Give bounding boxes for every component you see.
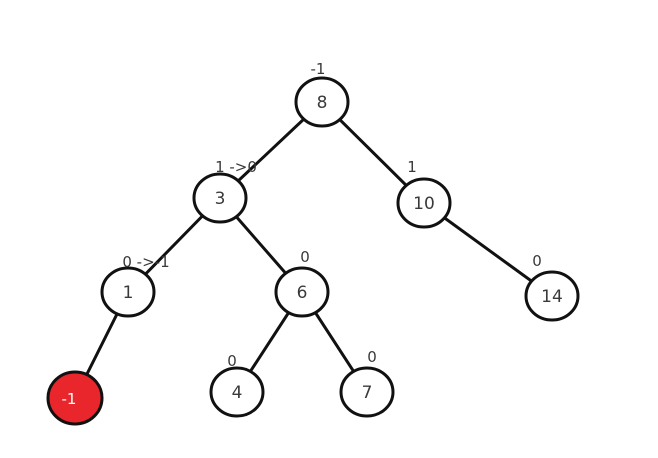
balance-factor-n6: 0	[300, 248, 310, 266]
node-value: 8	[317, 93, 328, 113]
tree-node-n3: 3	[192, 172, 248, 224]
tree-node-nm1: -1	[46, 370, 104, 426]
tree-node-n14: 14	[524, 270, 580, 322]
node-value: 3	[215, 189, 226, 209]
balance-factor-labels: -1 1 ->0 1 0 ->-1 0 0 0 0	[122, 60, 541, 370]
node-value: 7	[362, 383, 373, 403]
balance-factor-n8: -1	[311, 60, 326, 78]
node-value: 14	[541, 287, 563, 307]
tree-node-n6: 6	[274, 266, 330, 318]
node-circle	[294, 76, 350, 128]
node-circle	[100, 266, 156, 318]
node-value: 10	[413, 194, 435, 214]
node-value: 6	[297, 283, 308, 303]
tree-node-n4: 4	[209, 366, 265, 418]
node-circle	[209, 366, 265, 418]
node-circle	[192, 172, 248, 224]
node-circle	[339, 366, 395, 418]
node-circle	[274, 266, 330, 318]
balance-factor-n10: 1	[407, 158, 417, 176]
tree-node-n7: 7	[339, 366, 395, 418]
balance-factor-n1: 0 ->-1	[122, 253, 169, 271]
node-circle	[46, 370, 104, 426]
balance-factor-n4: 0	[227, 352, 237, 370]
tree-node-n10: 10	[396, 177, 452, 229]
tree-node-n1: 1	[100, 266, 156, 318]
node-value: 1	[123, 283, 134, 303]
balance-factor-n7: 0	[367, 348, 377, 366]
tree-node-n8: 8	[294, 76, 350, 128]
tree-edges	[73, 100, 554, 400]
node-circle	[524, 270, 580, 322]
balance-factor-n14: 0	[532, 252, 542, 270]
node-circle	[396, 177, 452, 229]
balance-factor-n3: 1 ->0	[215, 158, 257, 176]
node-value: 4	[232, 383, 243, 403]
node-value: -1	[62, 390, 77, 408]
